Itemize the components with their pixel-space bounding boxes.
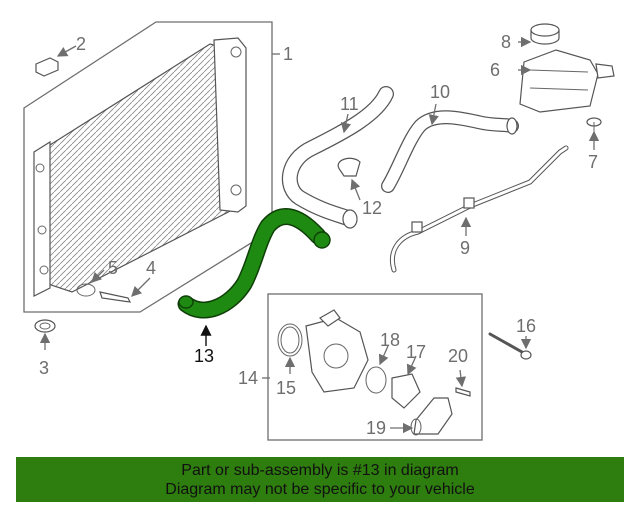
- banner-line-2: Diagram may not be specific to your vehi…: [165, 481, 475, 498]
- callout-17: 17: [406, 342, 426, 362]
- callout-13: 13: [194, 346, 214, 366]
- part-3-grommet: [34, 319, 56, 333]
- part-11-hose: [281, 86, 394, 229]
- radiator-assembly: [23, 21, 273, 313]
- part-10-hose: [381, 110, 519, 193]
- callout-16: 16: [516, 316, 536, 336]
- callout-12: 12: [362, 198, 382, 218]
- parts-diagram: 1 2 3 4 5 6 7 8 9 10 11 12 13 14 15 16 1…: [23, 21, 615, 441]
- part-6-reservoir: [519, 49, 615, 113]
- callout-9: 9: [460, 238, 470, 258]
- callout-2: 2: [76, 34, 86, 54]
- part-7-bolt: [586, 117, 602, 132]
- callout-4: 4: [146, 258, 156, 278]
- callout-15: 15: [276, 378, 296, 398]
- callout-5: 5: [108, 258, 118, 278]
- leader-lines: [39, 36, 600, 434]
- part-16-bolt: [488, 332, 532, 360]
- callout-7: 7: [588, 152, 598, 172]
- callout-18: 18: [380, 330, 400, 350]
- callout-3: 3: [39, 358, 49, 378]
- callout-11: 11: [340, 94, 359, 114]
- callout-20: 20: [448, 346, 468, 366]
- callout-14: 14: [238, 368, 258, 388]
- callout-8: 8: [501, 32, 511, 52]
- callout-numbers: 1 2 3 4 5 6 7 8 9 10 11 12 13 14 15 16 1…: [39, 32, 598, 438]
- banner-line-1: Part or sub-assembly is #13 in diagram: [181, 462, 459, 479]
- part-13-hose-highlighted: [177, 208, 331, 319]
- part-4-drain-plug: [99, 291, 132, 303]
- thermostat-housing-assembly: [267, 293, 483, 441]
- part-12-clamp: [337, 157, 361, 177]
- callout-19: 19: [366, 418, 386, 438]
- callout-6: 6: [490, 60, 500, 80]
- callout-1: 1: [283, 44, 293, 64]
- part-9-bleed-tube: [390, 145, 569, 273]
- part-8-reservoir-cap: [530, 23, 560, 45]
- info-banner: Part or sub-assembly is #13 in diagram D…: [16, 457, 624, 502]
- part-5-o-ring: [76, 283, 96, 297]
- callout-10: 10: [430, 82, 450, 102]
- part-2-cap: [35, 57, 59, 77]
